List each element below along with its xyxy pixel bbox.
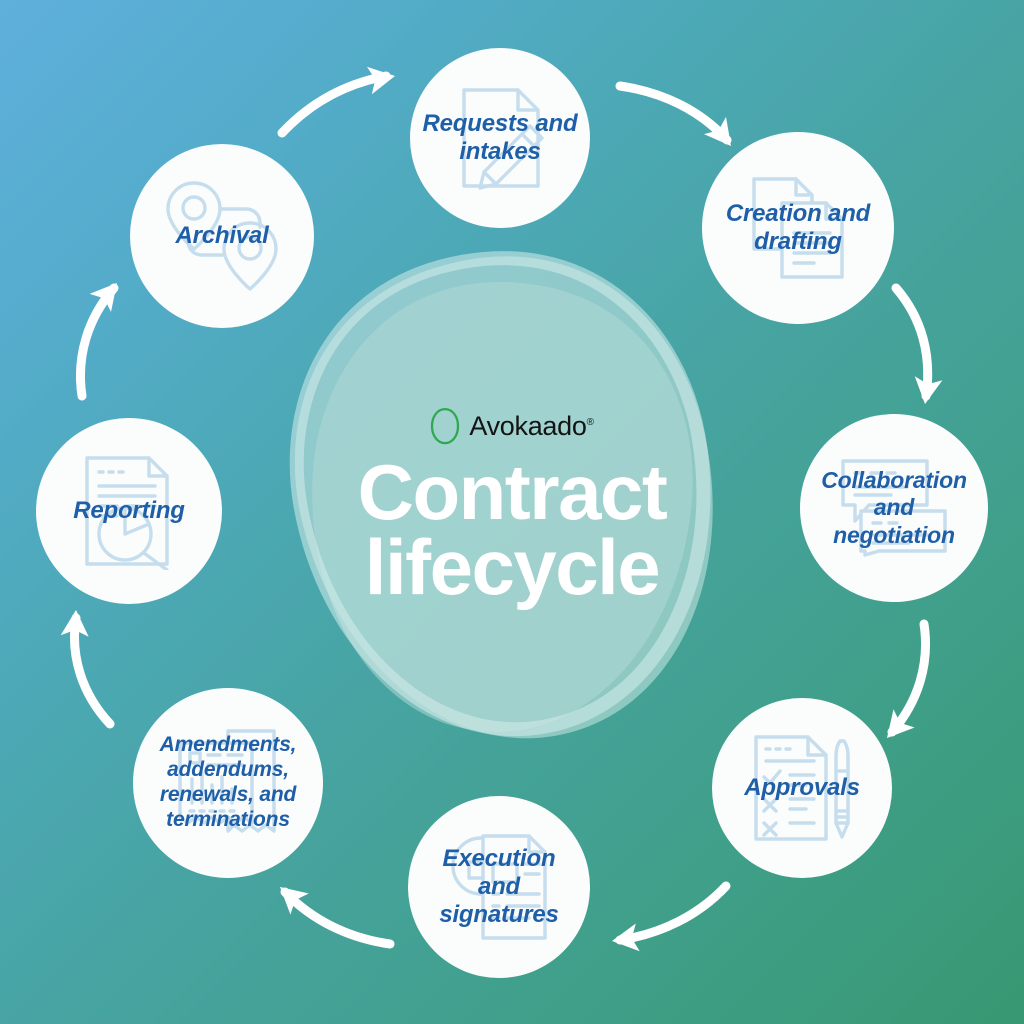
checklist-with-pen-icon (754, 735, 850, 841)
arrow-reporting-to-archival (75, 283, 119, 401)
brand-wordmark: Avokaado® (469, 410, 594, 441)
arrow-collaboration-to-approvals (887, 619, 931, 737)
cycle-node-execution-and-signatures[interactable]: Execution and signatures (408, 796, 590, 978)
document-magnifier-chart-icon (85, 456, 169, 570)
arrow-execution-to-amendments (280, 887, 395, 949)
arrowhead-to-requests (366, 66, 395, 95)
cycle-node-label: Archival (175, 221, 269, 249)
cycle-node-label: Collaboration and negotiation (821, 467, 967, 548)
cycle-node-amendments-addendums-renewals-terminations[interactable]: Amendments, addendums, renewals, and ter… (133, 688, 323, 878)
cycle-node-archival[interactable]: Archival (130, 144, 314, 328)
center-lockup: Avokaado® Contract lifecycle (252, 407, 772, 611)
cycle-node-reporting[interactable]: Reporting (36, 418, 222, 604)
arrowhead-to-archival (89, 283, 117, 312)
cycle-node-approvals[interactable]: Approvals (712, 698, 892, 878)
stacked-documents-icon (752, 177, 844, 279)
arrowhead-to-reporting (60, 610, 89, 637)
cycle-node-label: Creation and drafting (725, 199, 871, 255)
signed-document-stamp-icon (451, 834, 547, 940)
arrow-requests-to-creation (615, 81, 732, 145)
cycle-node-label: Reporting (73, 496, 185, 524)
arrowhead-to-creation (703, 116, 731, 146)
page-title: Contract lifecycle (357, 448, 668, 611)
registered-mark: ® (586, 416, 594, 428)
brand-wordmark-text: Avokaado (469, 410, 587, 441)
cycle-node-label: Approvals (744, 773, 860, 801)
arrow-creation-to-collaboration (891, 283, 933, 401)
arrow-approvals-to-execution (615, 881, 731, 945)
arrow-archival-to-requests (277, 71, 391, 138)
document-with-pen-icon (462, 88, 544, 190)
arrowhead-to-amendments (280, 887, 309, 915)
cycle-node-creation-and-drafting[interactable]: Creation and drafting (702, 132, 894, 324)
cycle-node-label: Requests and intakes (422, 109, 578, 165)
cycle-node-label: Amendments, addendums, renewals, and ter… (159, 733, 297, 831)
arrow-amendments-to-reporting (70, 613, 115, 729)
arrowhead-to-collaboration (914, 376, 943, 404)
contract-documents-icon (178, 729, 276, 833)
cycle-node-label: Execution and signatures (439, 844, 559, 929)
avocado-outline-icon (431, 407, 460, 445)
arrowhead-to-execution (612, 923, 640, 952)
brand-logo: Avokaado® (252, 407, 772, 445)
arrowhead-to-approvals (887, 709, 915, 738)
cycle-node-collaboration-and-negotiation[interactable]: Collaboration and negotiation (800, 414, 988, 602)
speech-bubbles-icon (841, 459, 947, 557)
cycle-node-requests-and-intakes[interactable]: Requests and intakes (410, 48, 590, 228)
map-pins-path-icon (166, 181, 278, 291)
